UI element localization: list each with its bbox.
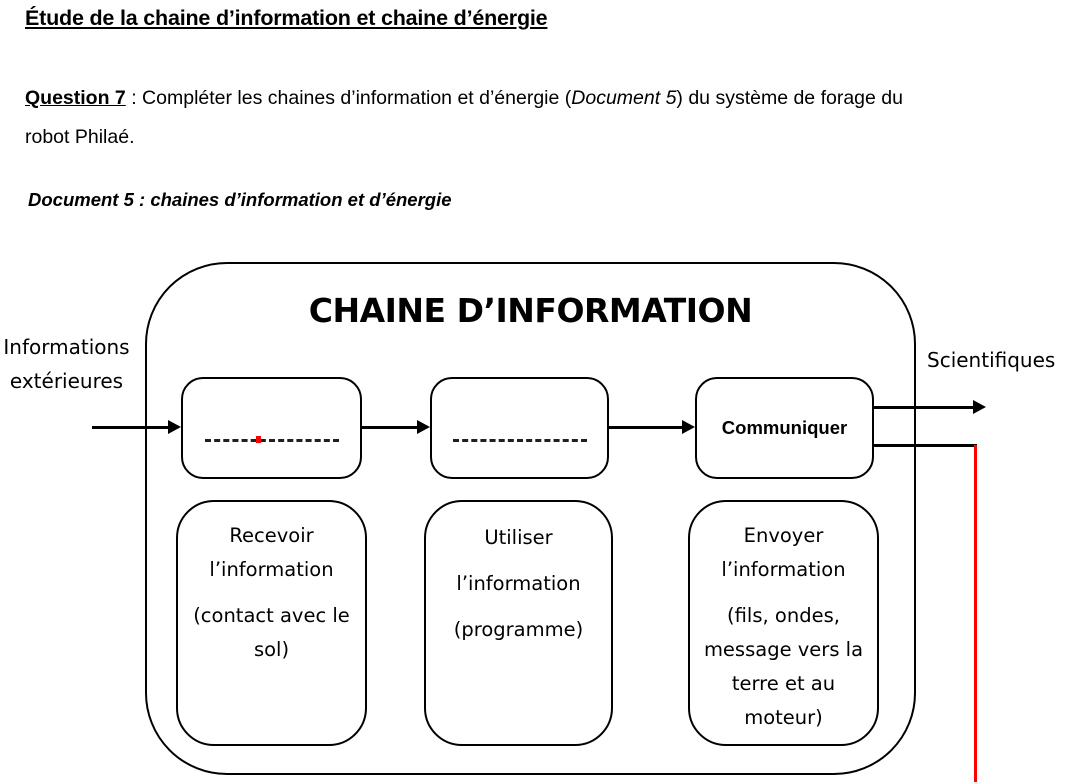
page-title: Étude de la chaine d’information et chai… (25, 6, 548, 30)
utiliser-line: Utiliser (484, 526, 553, 549)
blank-answer-line[interactable] (452, 439, 587, 442)
recevoir-line: Recevoir (229, 524, 314, 547)
output-label: Scientifiques (927, 348, 1056, 372)
question-text-1: Compléter les chaines d’information et d… (142, 87, 572, 109)
red-feedback-line (974, 445, 977, 782)
blank-answer-line[interactable] (204, 439, 339, 442)
communicate-label: Communiquer (721, 417, 848, 438)
utiliser-description-box: Utiliser l’information (programme) (424, 500, 613, 746)
process-block-blank[interactable] (430, 377, 609, 479)
red-cursor-mark (256, 436, 261, 443)
question-doc-ref: Document 5 (571, 87, 677, 109)
input-label: Informations extérieures (0, 330, 133, 398)
question-paragraph: Question 7 : Compléter les chaines d’inf… (25, 79, 1055, 157)
input-label-line2: extérieures (9, 369, 124, 393)
envoyer-line: message vers la (703, 638, 864, 661)
input-arrow (92, 420, 181, 434)
diagram-title: CHAINE D’INFORMATION (308, 291, 753, 330)
output-arrow-scientifiques (873, 400, 986, 414)
utiliser-line: l’information (456, 572, 581, 595)
envoyer-description-box: Envoyer l’information (fils, ondes, mess… (688, 500, 879, 746)
arrow-acquire-to-process (361, 420, 430, 434)
communicate-block: Communiquer (695, 377, 874, 479)
question-label: Question 7 (25, 87, 126, 109)
arrow-process-to-communicate (608, 420, 695, 434)
question-line-2: robot Philaé. (25, 126, 135, 148)
envoyer-line: terre et au (731, 672, 836, 695)
recevoir-line: sol) (253, 638, 290, 661)
envoyer-line: Envoyer (743, 524, 824, 547)
question-text-2: ) du système de forage du (676, 87, 903, 109)
envoyer-line: l’information (721, 558, 846, 581)
input-label-line1: Informations (3, 335, 130, 359)
recevoir-line: l’information (209, 558, 334, 581)
envoyer-line: moteur) (744, 706, 823, 729)
recevoir-line: (contact avec le (193, 604, 350, 627)
recevoir-description-box: Recevoir l’information (contact avec le … (176, 500, 367, 746)
question-separator: : (125, 87, 143, 109)
document5-caption: Document 5 : chaines d’information et d’… (28, 189, 452, 210)
utiliser-line: (programme) (453, 618, 584, 641)
envoyer-line: (fils, ondes, (727, 604, 840, 627)
acquire-block-blank[interactable] (181, 377, 362, 479)
information-chain-container (145, 262, 916, 775)
output-line-to-energy-chain (873, 444, 977, 447)
